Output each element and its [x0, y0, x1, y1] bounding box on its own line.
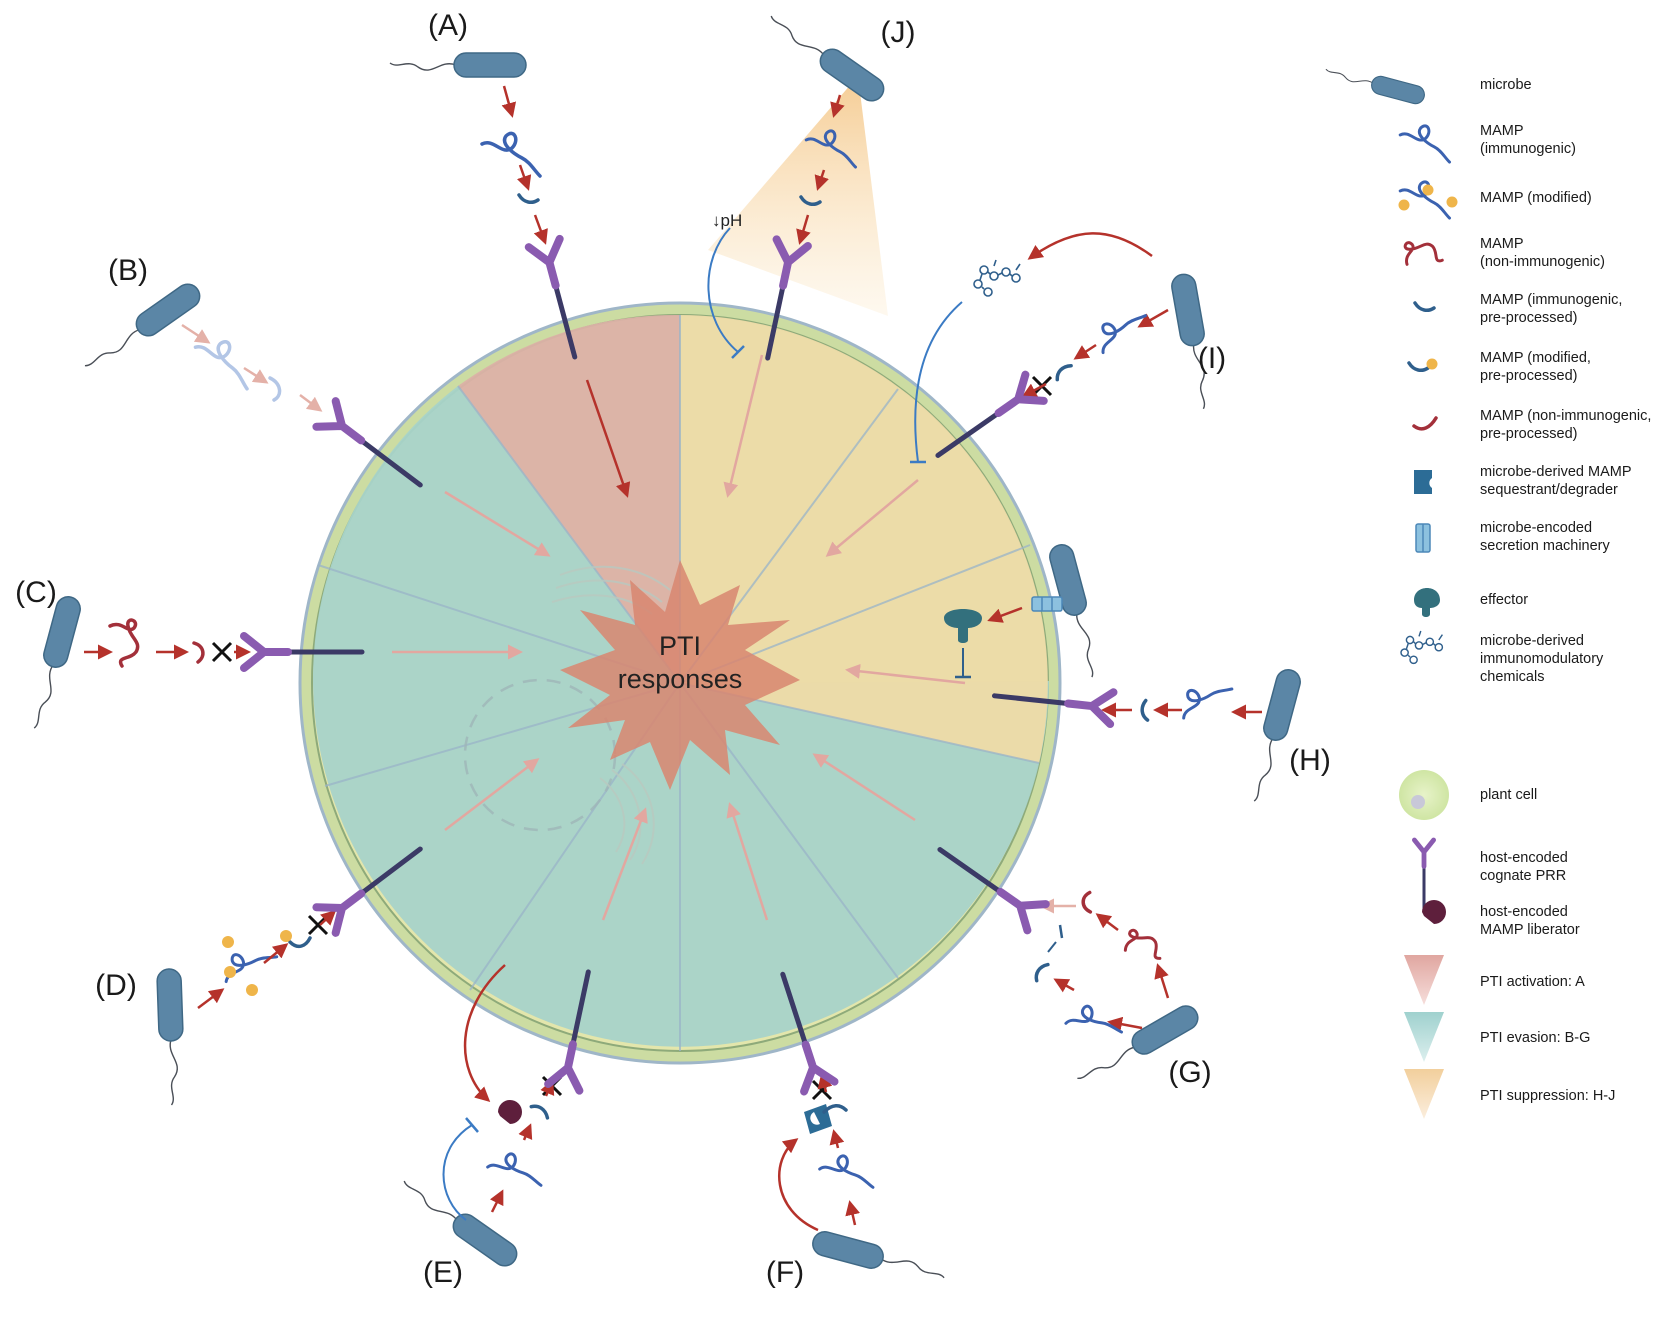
panel-label-e: (E): [423, 1256, 463, 1289]
mamp-nonimmunogenic-c: [108, 618, 140, 668]
panel-d: [156, 836, 430, 1107]
secretion-machinery-h: [1031, 596, 1063, 612]
pti-response-burst: [560, 560, 800, 790]
center-label-line1: PTI: [659, 631, 701, 661]
panel-b: [78, 278, 430, 498]
svg-text:PTI suppression: H-J: PTI suppression: H-J: [1480, 1088, 1615, 1104]
legend-mamp-immunogenic-pre: MAMP (immunogenic,pre-processed): [1413, 292, 1622, 326]
svg-text:PTI evasion: B-G: PTI evasion: B-G: [1480, 1030, 1590, 1046]
activation-region: [458, 314, 680, 683]
svg-text:MAMP (modified): MAMP (modified): [1480, 190, 1592, 206]
panel-label-g: (G): [1168, 1056, 1211, 1089]
legend-evasion: PTI evasion: B-G: [1404, 1012, 1590, 1062]
mamp-immunogenic-i: [1093, 301, 1147, 364]
mamp-preprocessed-i: [1053, 360, 1073, 384]
legend-mamp-modified: MAMP (modified): [1398, 180, 1592, 220]
mamp-preprocessed-e: [527, 1102, 552, 1120]
mamp-nonimmunogenic-pre-c: [192, 641, 205, 664]
suppression-beam-j: [708, 76, 888, 316]
legend-mamp-nonimmunogenic: MAMP(non-immunogenic): [1400, 236, 1605, 272]
panel-label-f: (F): [766, 1256, 804, 1289]
panel-e: [395, 964, 604, 1272]
mamp-sequestrant-f: [804, 1104, 848, 1134]
svg-text:microbe: microbe: [1480, 77, 1532, 93]
svg-text:MAMP (non-immunogenic,pre-proc: MAMP (non-immunogenic,pre-processed): [1480, 408, 1651, 442]
svg-text:MAMP(non-immunogenic): MAMP(non-immunogenic): [1480, 236, 1605, 270]
legend-mamp-immunogenic: MAMP(immunogenic): [1398, 123, 1576, 164]
panel-label-j: (J): [881, 16, 916, 49]
panel-a: [389, 52, 590, 361]
mamp-liberator-e: [498, 1100, 522, 1124]
svg-text:MAMP(immunogenic): MAMP(immunogenic): [1480, 123, 1576, 157]
svg-text:effector: effector: [1480, 592, 1528, 608]
immunomodulatory-chemicals-i: [973, 259, 1021, 297]
center-label-line2: responses: [618, 664, 743, 694]
panel-label-i: (I): [1198, 342, 1226, 375]
svg-text:MAMP (immunogenic,pre-processe: MAMP (immunogenic,pre-processed): [1480, 292, 1622, 326]
microbe-f: [809, 1228, 949, 1289]
panel-h: [944, 541, 1304, 806]
legend-activation: PTI activation: A: [1404, 955, 1585, 1005]
mamp-immunogenic-a: [480, 131, 542, 178]
inner-signal-arrows: [392, 354, 966, 921]
microbe-h: [1243, 666, 1304, 806]
mamp-modified-d: [217, 934, 279, 999]
panel-label-b: (B): [108, 254, 148, 287]
blocked-x-d: [307, 914, 329, 936]
panel-f: [768, 969, 949, 1289]
ph-label: ↓pH: [712, 211, 742, 230]
svg-text:MAMP (modified,pre-processed): MAMP (modified,pre-processed): [1480, 350, 1591, 384]
legend-effector: effector: [1414, 588, 1528, 617]
legend: microbe MAMP(immunogenic) MAMP (modified…: [1322, 61, 1651, 1119]
legend-microbe: microbe: [1322, 61, 1532, 107]
blocked-x-c: [211, 641, 233, 663]
mamp-immunogenic-e: [484, 1148, 543, 1196]
microbe-a: [389, 52, 527, 78]
mamp-immunogenic-h: [1174, 669, 1234, 734]
svg-text:plant cell: plant cell: [1480, 787, 1537, 803]
mamp-nonimmunogenic-pre-g: [1079, 889, 1096, 914]
mamp-preprocessed-g: [1032, 960, 1050, 985]
microbe-c: [23, 593, 84, 733]
panel-label-h: (H): [1289, 744, 1331, 777]
mamp-nonimmunogenic-g: [1119, 925, 1169, 969]
panel-label-a: (A): [428, 9, 468, 42]
panel-j: [707, 7, 890, 362]
microbe-j: [762, 7, 890, 107]
microbe-d: [156, 967, 187, 1107]
legend-mamp-nonimmunogenic-pre: MAMP (non-immunogenic,pre-processed): [1412, 408, 1651, 442]
panel-label-d: (D): [95, 969, 137, 1002]
legend-mamp-modified-pre: MAMP (modified,pre-processed): [1407, 350, 1591, 384]
mamp-preprocessed-a: [517, 193, 540, 205]
mamp-pale-b: [188, 335, 257, 391]
suppression-region: [680, 315, 1048, 763]
effector-h: [944, 609, 982, 643]
blocked-x-f: [811, 1079, 833, 1101]
mamp-modified-pre-d: [280, 930, 312, 949]
panel-g: [931, 836, 1203, 1092]
panel-label-c: (C): [15, 576, 57, 609]
svg-text:PTI activation: A: PTI activation: A: [1480, 974, 1585, 990]
panel-i: [910, 232, 1218, 468]
panel-c: [23, 593, 362, 733]
mamp-immunogenic-f: [816, 1150, 875, 1198]
legend-plant-cell: plant cell: [1399, 770, 1537, 820]
legend-suppression: PTI suppression: H-J: [1404, 1069, 1615, 1119]
mamp-preprocessed-h: [1137, 698, 1154, 723]
